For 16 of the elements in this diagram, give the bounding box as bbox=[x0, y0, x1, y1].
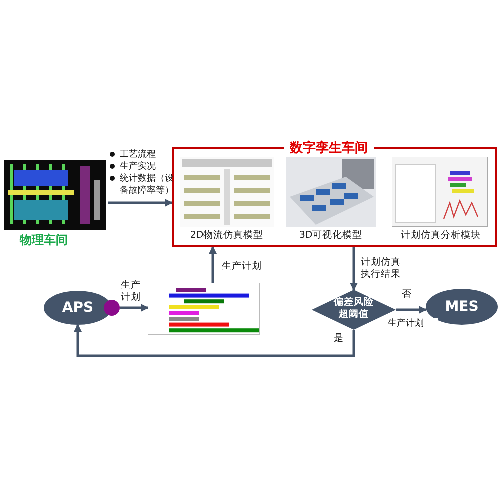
connector-dot bbox=[104, 300, 120, 316]
panel-title: 数字孪生车间 bbox=[284, 139, 374, 157]
bullet-item: 生产实况 bbox=[120, 161, 157, 173]
node-label: 3D可视化模型 bbox=[298, 229, 364, 242]
arrow bbox=[209, 246, 217, 283]
node-label: 2D物流仿真模型 bbox=[189, 229, 265, 242]
note-label: 生产计划 bbox=[388, 318, 438, 330]
node-label: 计划仿真分析模块 bbox=[400, 229, 482, 242]
arrow bbox=[396, 306, 427, 314]
ellipse-node: MES bbox=[426, 289, 498, 325]
arrow bbox=[120, 304, 149, 312]
arrow bbox=[350, 247, 358, 291]
bullet-item: 工艺流程 bbox=[120, 149, 157, 161]
node-label: 物理车间 bbox=[18, 232, 69, 249]
arrow bbox=[74, 324, 356, 358]
arrow bbox=[108, 199, 173, 207]
